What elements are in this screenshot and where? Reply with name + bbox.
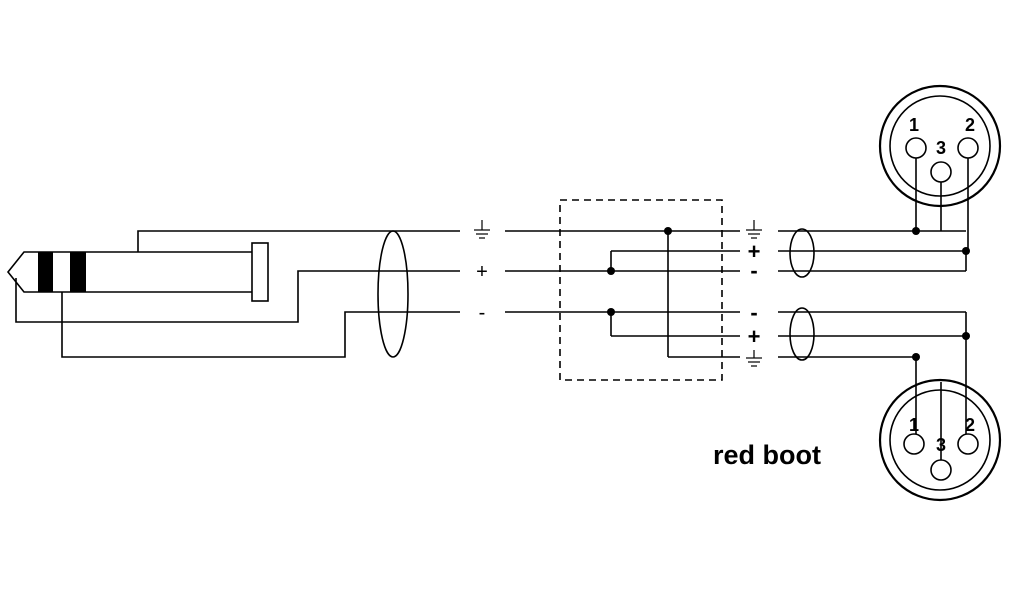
svg-text:2: 2 bbox=[965, 115, 975, 135]
xlr-top-pin-2 bbox=[957, 137, 979, 159]
output-wires-bottom bbox=[778, 307, 966, 361]
input-plus-sign: + bbox=[476, 261, 488, 283]
svg-text:1: 1 bbox=[909, 415, 919, 435]
splitter-outline bbox=[559, 199, 723, 381]
xlr-top-pin-1 bbox=[905, 137, 927, 159]
cable-bundle-left bbox=[377, 230, 409, 358]
xlr-connector-top: 1 3 2 bbox=[878, 84, 1002, 271]
wire-plus-in bbox=[15, 270, 460, 323]
xlr-bottom-pin-3 bbox=[930, 459, 952, 481]
jack-ring-band bbox=[70, 252, 86, 292]
trs-jack-plug bbox=[6, 242, 269, 302]
wire-minus-in bbox=[61, 292, 460, 358]
cable-bundle-bottom bbox=[789, 307, 815, 361]
boot-label: red boot bbox=[713, 440, 821, 470]
out-top-minus-sign: - bbox=[750, 258, 757, 283]
input-wires bbox=[15, 230, 460, 358]
xlr-top-pin-3 bbox=[930, 161, 952, 183]
xlr-bottom-pin-2 bbox=[957, 433, 979, 455]
jack-tip-band bbox=[38, 252, 53, 292]
ground-symbol-in bbox=[474, 220, 490, 239]
input-minus-sign: - bbox=[479, 302, 486, 324]
wire-ground-in bbox=[137, 230, 460, 252]
jack-handle bbox=[251, 242, 269, 302]
xlr-bottom-pin-1 bbox=[903, 433, 925, 455]
out-bottom-plus-sign: + bbox=[748, 324, 761, 349]
xlr-connector-bottom: 1 3 2 bbox=[878, 312, 1002, 502]
splitter-box bbox=[505, 199, 740, 381]
svg-text:3: 3 bbox=[936, 435, 946, 455]
svg-text:1: 1 bbox=[909, 115, 919, 135]
jack-tip bbox=[6, 251, 40, 293]
ground-symbol-out-bottom bbox=[746, 350, 762, 367]
cable-bundle-top bbox=[789, 228, 815, 278]
output-wires-top bbox=[778, 228, 966, 278]
svg-text:2: 2 bbox=[965, 415, 975, 435]
out-top-plus-sign: + bbox=[748, 239, 761, 264]
svg-text:3: 3 bbox=[936, 138, 946, 158]
ground-symbol-out-top bbox=[746, 220, 762, 239]
out-bottom-minus-sign: - bbox=[750, 300, 757, 325]
